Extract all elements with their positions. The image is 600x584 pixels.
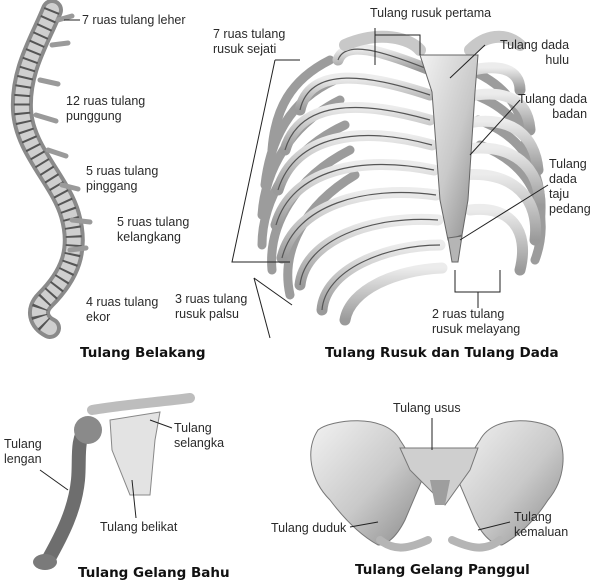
label-scapula: Tulang belikat [100, 520, 178, 534]
caption-ribcage: Tulang Rusuk dan Tulang Dada [325, 345, 559, 361]
shoulder-illustration [33, 393, 195, 570]
label-first-rib: Tulang rusuk pertama [370, 6, 492, 20]
spine-illustration [10, 0, 93, 339]
shoulder-pointer-lines [39, 419, 173, 519]
caption-spine: Tulang Belakang [80, 345, 206, 361]
pelvis-pointer-lines [349, 418, 511, 531]
label-ischium: Tulang duduk [271, 521, 347, 535]
ribcage-pointer-lines [231, 28, 549, 339]
label-cervical: 7 ruas tulang leher [82, 13, 186, 27]
ribcage-illustration [257, 30, 546, 326]
caption-pelvis: Tulang Gelang Panggul [355, 562, 530, 578]
label-ilium: Tulang usus [393, 401, 461, 415]
pelvis-illustration [310, 420, 564, 552]
caption-shoulder: Tulang Gelang Bahu [78, 565, 230, 581]
